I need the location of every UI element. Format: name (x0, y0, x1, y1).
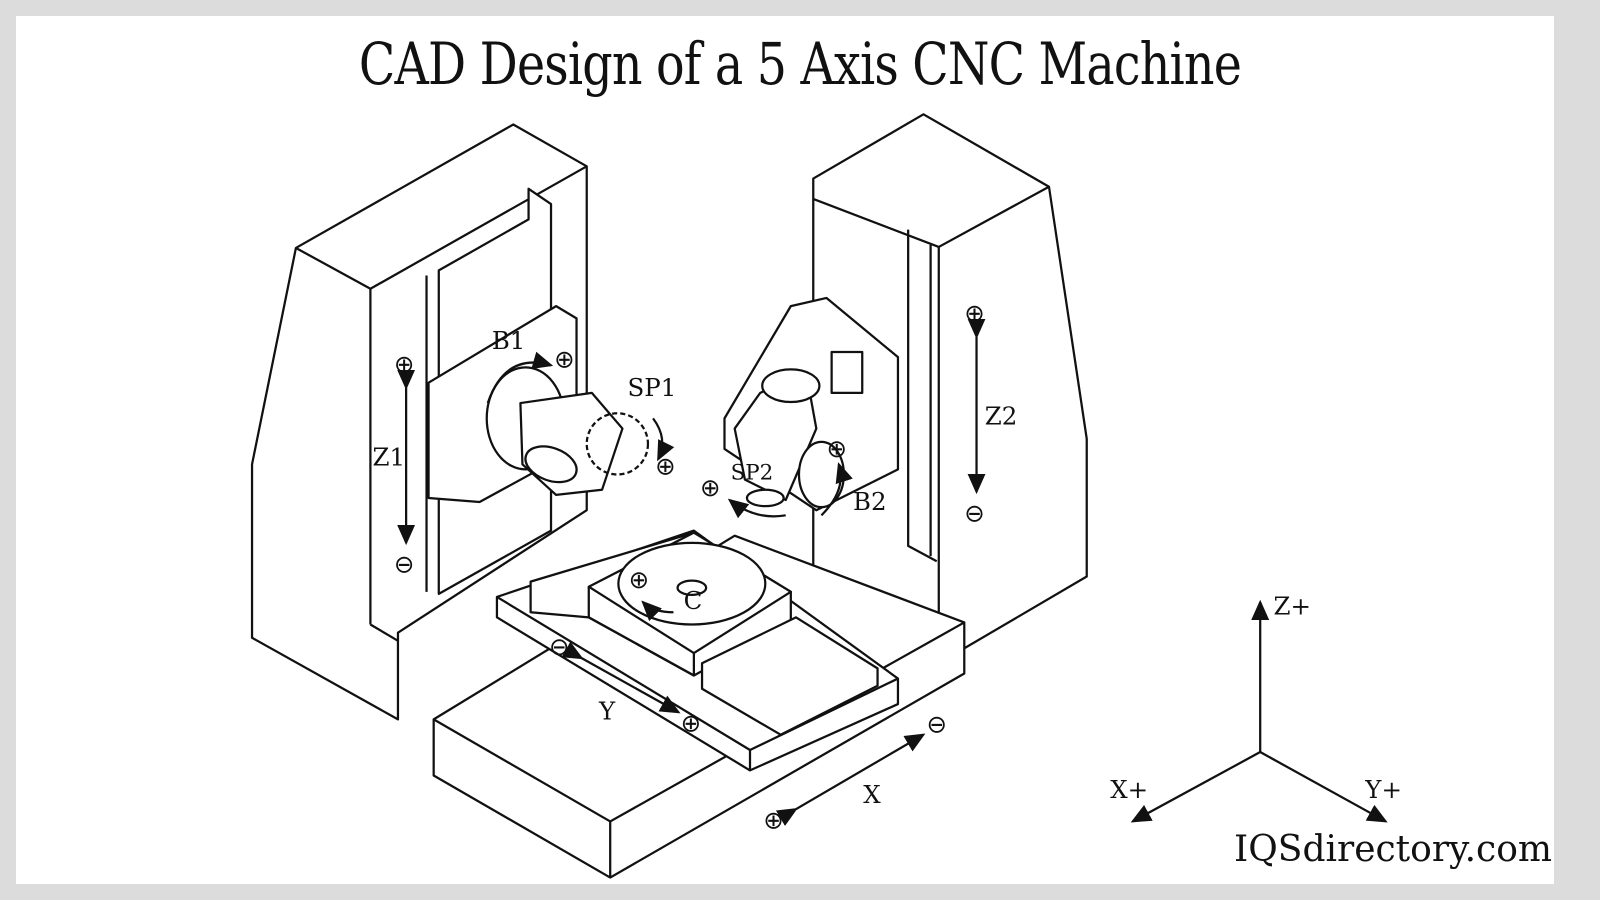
right-spindle-head (723, 296, 900, 512)
coordinate-axes-legend (1130, 599, 1388, 823)
plus-symbol: ⊕ (763, 806, 784, 835)
label-b1: B1 (492, 326, 526, 355)
plus-symbol: ⊕ (964, 298, 985, 327)
label-sp1: SP1 (628, 373, 677, 402)
plus-symbol: ⊕ (394, 349, 415, 378)
label-c: C (684, 586, 703, 615)
legend-z-plus: Z+ (1273, 591, 1311, 620)
plus-symbol: ⊕ (700, 473, 721, 502)
legend-x-plus: X+ (1110, 775, 1148, 804)
diagram-title: CAD Design of a 5 Axis CNC Machine (358, 30, 1242, 98)
label-sp2: SP2 (731, 461, 774, 486)
label-z2: Z2 (985, 401, 1018, 430)
plus-symbol: ⊕ (827, 434, 848, 463)
label-b2: B2 (853, 487, 887, 516)
plus-symbol: ⊕ (554, 344, 575, 373)
legend-y-plus: Y+ (1364, 775, 1402, 804)
plus-symbol: ⊕ (629, 565, 650, 594)
minus-symbol: ⊖ (964, 498, 985, 527)
label-z1: Z1 (372, 442, 405, 471)
brand-watermark: IQSdirectory.com (1234, 829, 1552, 870)
minus-symbol: ⊖ (394, 549, 415, 578)
minus-symbol: ⊖ (549, 632, 570, 661)
label-x: X (863, 780, 881, 809)
axis-arrows (397, 318, 986, 826)
plus-symbol: ⊕ (681, 709, 702, 738)
minus-symbol: ⊖ (927, 710, 948, 739)
label-y: Y (598, 696, 616, 725)
plus-symbol: ⊕ (655, 451, 676, 480)
